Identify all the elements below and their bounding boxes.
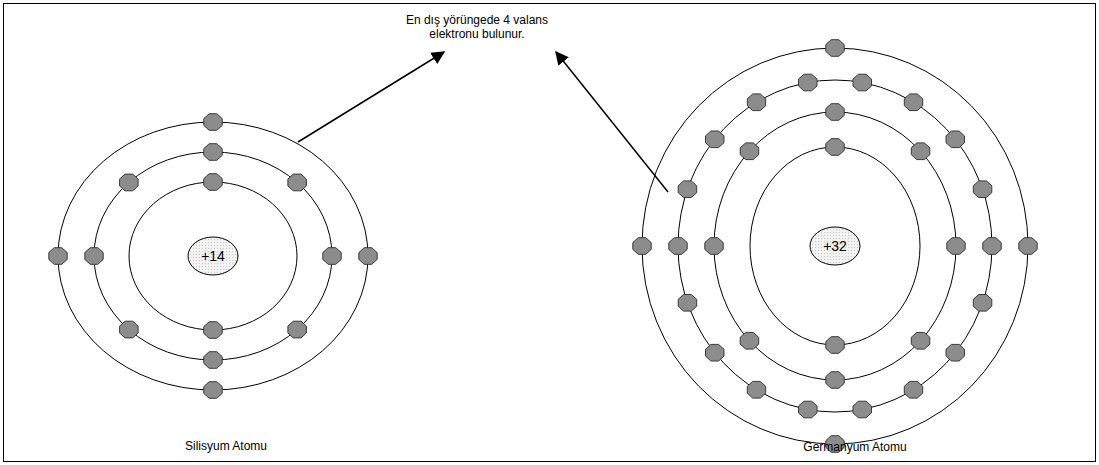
electron — [288, 174, 307, 191]
electron — [740, 332, 759, 349]
electron — [740, 143, 759, 160]
electron — [826, 372, 844, 389]
electron-group — [49, 40, 1037, 453]
orbit — [94, 152, 332, 360]
leader-arrow — [556, 52, 668, 192]
electron — [973, 181, 992, 198]
orbit — [58, 122, 368, 390]
nucleus: +14 — [187, 236, 239, 276]
electron — [204, 382, 222, 399]
electron — [85, 248, 103, 265]
electron — [799, 401, 818, 418]
electron — [120, 174, 139, 191]
electron — [946, 131, 965, 148]
electron — [204, 352, 222, 369]
electron — [204, 144, 222, 161]
electron — [669, 238, 687, 255]
orbit-group — [58, 48, 1028, 444]
electron — [705, 238, 723, 255]
electron — [826, 139, 844, 156]
electron — [49, 248, 67, 265]
orbit — [642, 48, 1028, 444]
electron — [826, 40, 844, 57]
electron — [947, 238, 965, 255]
nucleus-charge: +14 — [201, 248, 225, 264]
electron — [204, 174, 222, 191]
electron — [359, 248, 377, 265]
leader-arrow — [298, 52, 444, 142]
electron — [1019, 238, 1037, 255]
frame — [4, 4, 1096, 462]
electron — [826, 337, 844, 354]
electron — [204, 322, 222, 339]
electron — [706, 344, 725, 361]
electron — [706, 131, 725, 148]
electron — [904, 381, 922, 398]
electron — [323, 248, 341, 265]
electron — [120, 321, 139, 338]
electron — [826, 104, 844, 121]
electron — [747, 381, 765, 398]
electron — [288, 321, 307, 338]
orbit — [129, 182, 297, 330]
orbit — [714, 112, 956, 380]
nucleus-charge: +32 — [823, 238, 847, 254]
electron — [204, 114, 222, 131]
callout-note: En dış yörüngede 4 valans elektronu bulu… — [392, 13, 562, 41]
orbit — [678, 80, 992, 412]
electron — [747, 94, 765, 111]
nucleus: +32 — [809, 226, 861, 266]
atom-caption: Silisyum Atomu — [146, 439, 306, 453]
atom-caption: Germanyum Atomu — [770, 440, 940, 454]
electron — [911, 143, 930, 160]
electron — [983, 238, 1001, 255]
orbit — [750, 147, 920, 345]
electron — [911, 332, 930, 349]
electron — [799, 74, 818, 91]
electron — [973, 295, 992, 312]
electron — [853, 74, 872, 91]
electron — [904, 94, 922, 111]
electron — [946, 344, 965, 361]
electron — [853, 401, 872, 418]
electron — [678, 181, 697, 198]
electron — [633, 238, 651, 255]
electron — [678, 295, 697, 312]
